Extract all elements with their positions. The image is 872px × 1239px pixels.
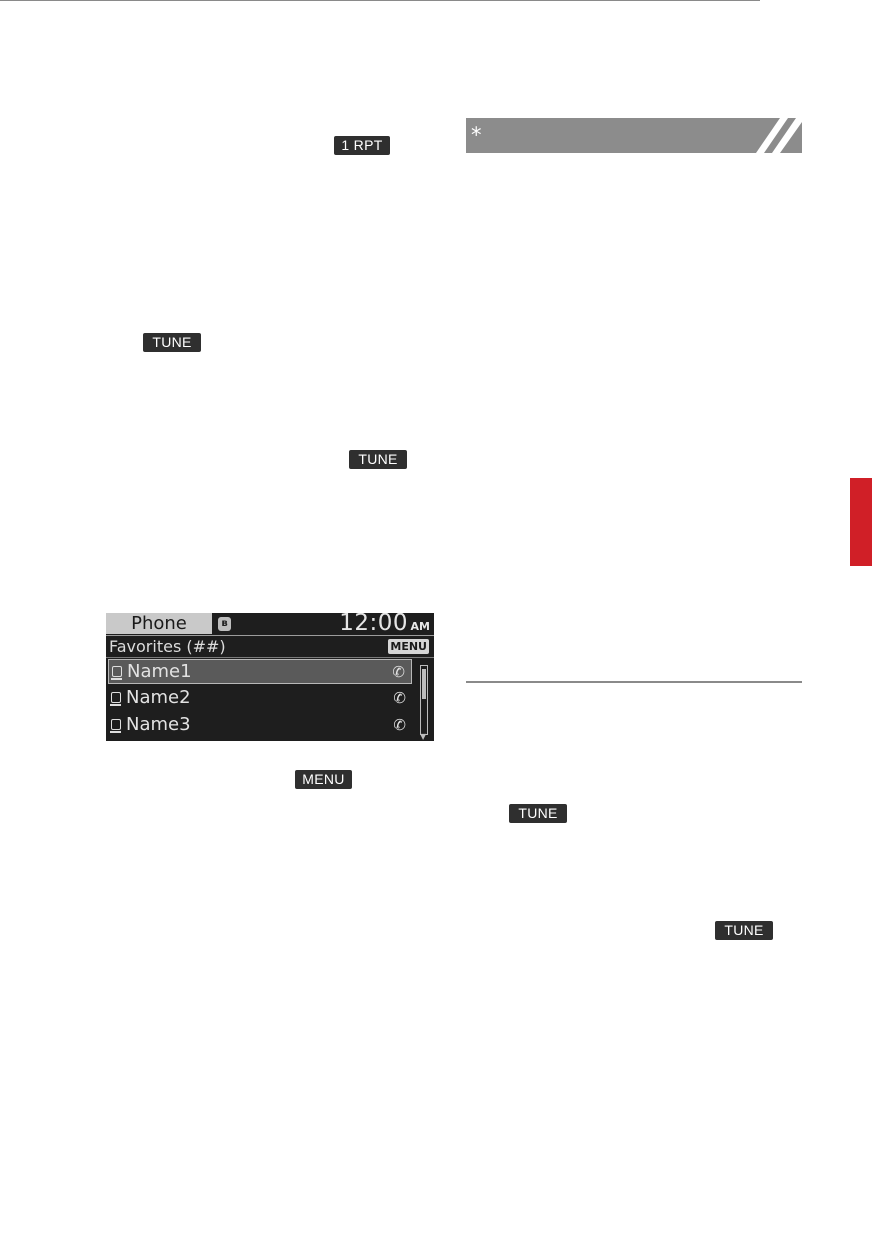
call-icon: ✆ [393,716,406,734]
list-scrollbar[interactable] [420,665,428,735]
clock-time: 12:00 [339,613,408,636]
scroll-down-arrow-icon: ▼ [420,732,427,741]
favorite-entry[interactable]: Name3 ✆ [108,713,412,738]
phone-device-icon [111,666,122,680]
bluetooth-icon: ʙ [218,617,231,631]
phone-device-icon [110,692,121,706]
tune-key-badge-4: TUNE [715,921,773,940]
chapter-tab-marker [850,478,872,566]
section-divider [466,681,802,683]
favorites-heading: Favorites (##) [109,637,226,656]
note-header-slash-decoration [756,118,802,153]
asterisk-icon: * [471,123,482,147]
phone-screen-title: Phone [106,613,212,634]
note-header-bar: * [466,118,802,153]
call-icon: ✆ [393,689,406,707]
menu-indicator: MENU [388,639,429,654]
favorite-entry-name: Name2 [126,687,191,708]
tune-key-badge-1: TUNE [143,333,201,352]
tune-key-badge-3: TUNE [509,804,567,823]
call-icon: ✆ [392,663,405,681]
scrollbar-thumb[interactable] [422,669,426,699]
header-divider [106,635,434,636]
favorite-entry[interactable]: Name2 ✆ [108,686,412,711]
favorite-entry-name: Name1 [127,661,192,682]
tune-key-badge-2: TUNE [349,450,407,469]
favorite-entry-name: Name3 [126,714,191,735]
favorite-entry[interactable]: Name1 ✆ [108,659,412,684]
subheader-divider [106,657,434,658]
menu-key-badge: MENU [295,770,352,789]
phone-favorites-screen: Phone ʙ 12:00 AM Favorites (##) MENU Nam… [106,613,434,741]
rpt-key-badge: 1 RPT [334,136,390,155]
phone-device-icon [110,719,121,733]
clock-ampm: AM [410,620,430,633]
top-rule [0,0,760,1]
